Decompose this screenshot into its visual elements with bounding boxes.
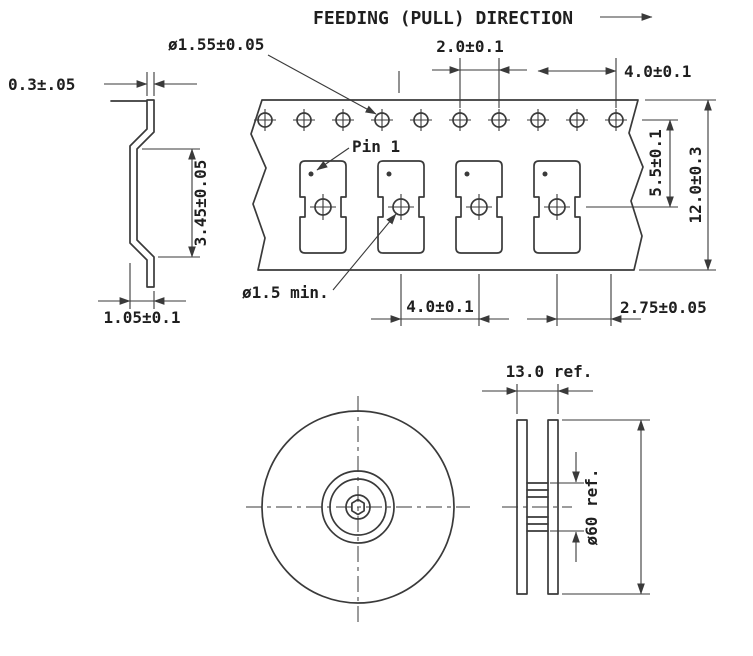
lead-thickness-extensions	[146, 72, 155, 96]
pin1-label: Pin 1	[352, 137, 400, 156]
pocket-outline	[377, 160, 425, 254]
pocket-hole-crosshair	[466, 194, 492, 220]
carrier-tape-view: ø1.55±0.05 2.0±0.1 4.0±0.1 5.5±0.1 12.0±…	[168, 35, 716, 326]
hub-dia-label: ø60 ref.	[582, 468, 601, 545]
tape-width-label: 12.0±0.3	[686, 146, 705, 223]
component-pockets	[299, 160, 581, 254]
reel-width-lines	[516, 384, 559, 414]
sprocket-hole-dia-label: ø1.55±0.05	[168, 35, 264, 54]
dim-sprocket-hole-dia: ø1.55±0.05	[168, 35, 400, 115]
pocket-hole-dia-label: ø1.5 min.	[242, 283, 329, 302]
foot-width-label: 1.05±0.1	[103, 308, 180, 327]
dim-pocket-pitch: 4.0±0.1	[371, 274, 509, 326]
pocket	[299, 160, 347, 254]
reel-width-label: 13.0 ref.	[506, 362, 593, 381]
hole-to-pocket-label: 5.5±0.1	[646, 129, 665, 196]
dim-sprocket-pitch: 2.0±0.1	[432, 37, 527, 108]
component-profile	[110, 99, 155, 288]
pocket	[377, 160, 425, 254]
body-height-label: 3.45±0.05	[191, 160, 210, 247]
feeding-direction-label: FEEDING (PULL) DIRECTION	[313, 8, 573, 29]
sprocket-pitch-label: 2.0±0.1	[436, 37, 503, 56]
dim-top-margin: 4.0±0.1	[537, 58, 691, 108]
reel-side-hub	[526, 482, 549, 532]
callout-pin1: Pin 1	[316, 137, 400, 171]
reel-front-view	[246, 396, 470, 623]
pocket-hole-dia-leader	[332, 213, 397, 291]
pocket-outline	[533, 160, 581, 254]
pin1-leader	[316, 147, 350, 171]
foot-width-lines	[129, 263, 155, 309]
dim-foot-width: 1.05±0.1	[98, 263, 186, 327]
sprocket-hole-crosshairs	[254, 109, 627, 131]
pocket	[533, 160, 581, 254]
pin1-dot	[308, 171, 314, 177]
feeding-direction: FEEDING (PULL) DIRECTION	[313, 8, 653, 29]
reel-side-view: 13.0 ref. ø60 ref.	[482, 362, 650, 595]
reel-diameter-extensions	[562, 419, 650, 595]
pocket-to-edge-lines	[556, 274, 612, 326]
dim-tape-width: 12.0±0.3	[639, 99, 716, 271]
pin1-dot	[386, 171, 392, 177]
dim-pocket-to-edge: 2.75±0.05	[527, 274, 707, 326]
pin1-dot	[464, 171, 470, 177]
reel-center-key	[351, 498, 365, 516]
callout-pocket-hole-dia: ø1.5 min.	[242, 213, 397, 302]
component-side-view: 0.3±.05 3.45±0.05 1.05±0.1	[8, 72, 210, 327]
tape-outline	[250, 99, 644, 271]
pin1-dot	[542, 171, 548, 177]
pocket	[455, 160, 503, 254]
dim-body-height: 3.45±0.05	[142, 148, 210, 258]
dim-hole-to-pocket: 5.5±0.1	[586, 119, 678, 208]
sprocket-holes	[254, 109, 627, 131]
dim-hub-dia: ø60 ref.	[550, 452, 601, 562]
hub-dia-extensions	[550, 482, 584, 532]
top-margin-label: 4.0±0.1	[624, 62, 691, 81]
dim-reel-width: 13.0 ref.	[482, 362, 593, 414]
dim-reel-diameter	[562, 419, 650, 595]
pocket-hole-crosshair	[310, 194, 336, 220]
pocket-to-edge-label: 2.75±0.05	[620, 298, 707, 317]
sprocket-hole-dia-leader	[267, 54, 377, 115]
pocket-pitch-label: 4.0±0.1	[406, 297, 473, 316]
pocket-outline	[455, 160, 503, 254]
pocket-hole-crosshair	[544, 194, 570, 220]
lead-thickness-label: 0.3±.05	[8, 75, 75, 94]
dim-lead-thickness: 0.3±.05	[8, 72, 197, 96]
pocket-hole-crosshair	[388, 194, 414, 220]
pocket-outline	[299, 160, 347, 254]
